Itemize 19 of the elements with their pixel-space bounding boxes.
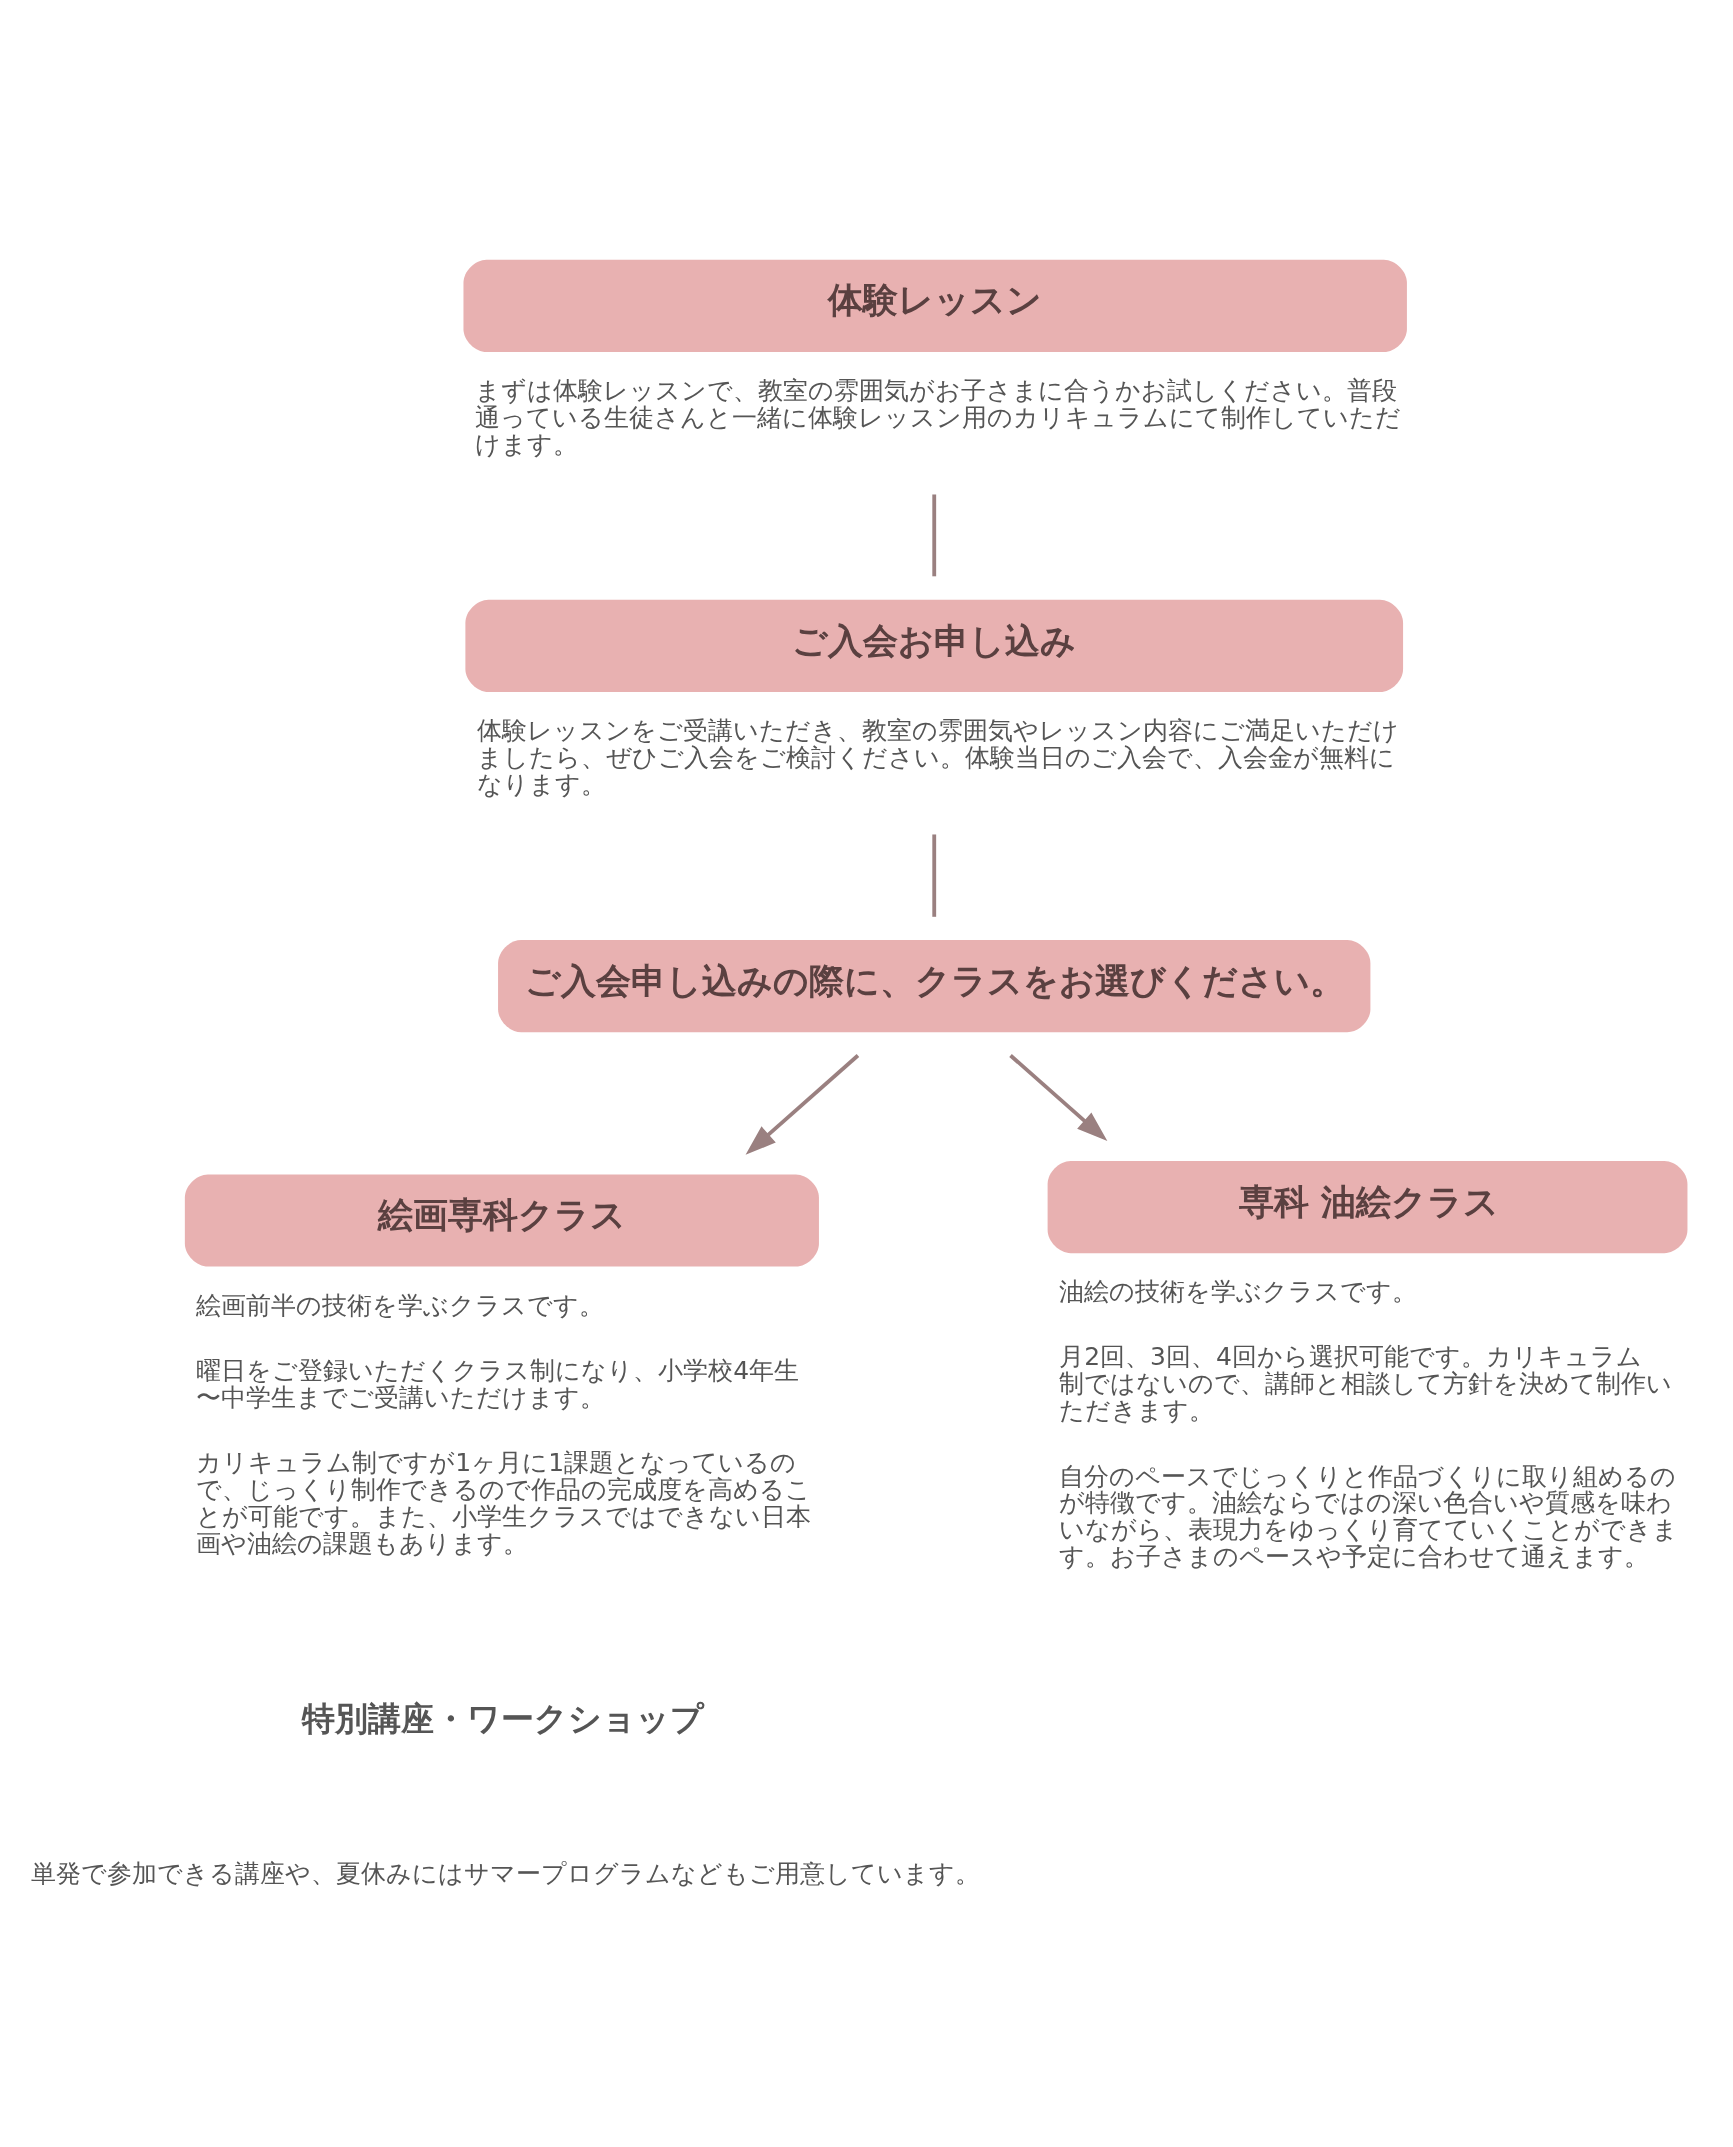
- node-label: 自分のペースでじっくりと作品づくりに取り組めるのが特徴です。油絵ならではの深い色合いや質感を味わいながら、表現力をゆっくり育てていくことができます。お子さまのペースや予定に合わせて通えます。: [1059, 1461, 1679, 1572]
- arrow: [1009, 1054, 1108, 1142]
- connector: [932, 494, 937, 577]
- label: 単発で参加できる講座や、夏休みにはサマープログラムなどもご用意しています。: [31, 1859, 981, 1889]
- node-label: カリキュラム制ですが1ヶ月に1課題となっているので、じっくり制作できるので作品の完成度を高めることが可能です。また、小学生クラスではできない日本画や油絵の課題もあります。: [196, 1448, 812, 1558]
- arrow: [745, 1054, 860, 1155]
- node-label: 絵画前半の技術を学ぶクラスです。: [196, 1290, 605, 1320]
- node-label: 月2回、3回、4回から選択可能です。カリキュラム制ではないので、講師と相談して方針を決めて制作いただきます。: [1059, 1342, 1673, 1426]
- node-box: 専科 油絵クラス: [1047, 1160, 1688, 1254]
- node-box: ご入会お申し込み: [465, 599, 1404, 693]
- node-label: まずは体験レッスンで、教室の雰囲気がお子さまに合うかお試しください。普段通っている生徒さんと一緒に体験レッスン用のカリキュラムにて制作していただけます。: [474, 375, 1401, 459]
- node-label: 曜日をご登録いただくクラス制になり、小学校4年生〜中学生までご受講いただけます。: [196, 1355, 800, 1412]
- node-box: 絵画専科クラス: [184, 1174, 819, 1267]
- connector: [932, 834, 937, 917]
- label: 特別講座・ワークショップ: [302, 1699, 705, 1738]
- node-label: 油絵の技術を学ぶクラスです。: [1059, 1277, 1418, 1307]
- node-label: 体験レッスンをご受講いただき、教室の雰囲気やレッスン内容にご満足いただけましたら、ぜひご入会をご検討ください。体験当日のご入会で、入会金が無料になります。: [476, 715, 1399, 799]
- node-box: ご入会申し込みの際に、クラスをお選びください。: [498, 939, 1371, 1033]
- node-box: 体験レッスン: [463, 259, 1407, 352]
